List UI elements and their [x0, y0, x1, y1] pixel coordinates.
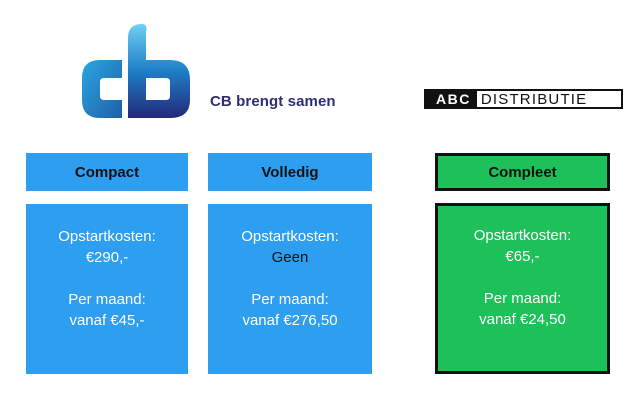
monthly-value: vanaf €276,50: [242, 312, 338, 329]
plan-name: Compact: [74, 163, 140, 181]
plan-name: Volledig: [261, 163, 319, 181]
plan-name: Compleet: [488, 163, 557, 181]
plan-header-compact: Compact: [26, 153, 188, 191]
cb-logo: [82, 24, 190, 118]
setup-value: Geen: [271, 249, 309, 266]
monthly-label: Per maand:: [68, 291, 146, 308]
setup-label: Opstartkosten:: [58, 228, 156, 245]
plan-header-compleet: Compleet: [435, 153, 610, 191]
monthly-value: vanaf €45,-: [69, 312, 145, 329]
cb-tagline: CB brengt samen: [210, 93, 336, 110]
setup-value: €290,-: [85, 249, 129, 266]
plan-header-volledig: Volledig: [208, 153, 372, 191]
price-box-compleet: Opstartkosten: €65,- Per maand: vanaf €2…: [435, 203, 610, 374]
monthly-label: Per maand:: [251, 291, 329, 308]
price-box-compact: Opstartkosten: €290,- Per maand: vanaf €…: [26, 204, 188, 374]
price-box-volledig: Opstartkosten: Geen Per maand: vanaf €27…: [208, 204, 372, 374]
setup-label: Opstartkosten:: [473, 227, 572, 244]
setup-value: €65,-: [505, 248, 540, 265]
abc-logo-text: DISTRIBUTIE: [480, 90, 588, 108]
abc-logo-mark: ABC: [426, 91, 477, 107]
setup-label: Opstartkosten:: [241, 228, 339, 245]
abc-distributie-logo: ABC DISTRIBUTIE: [424, 89, 623, 109]
monthly-label: Per maand:: [483, 290, 562, 307]
monthly-value: vanaf €24,50: [479, 311, 566, 328]
